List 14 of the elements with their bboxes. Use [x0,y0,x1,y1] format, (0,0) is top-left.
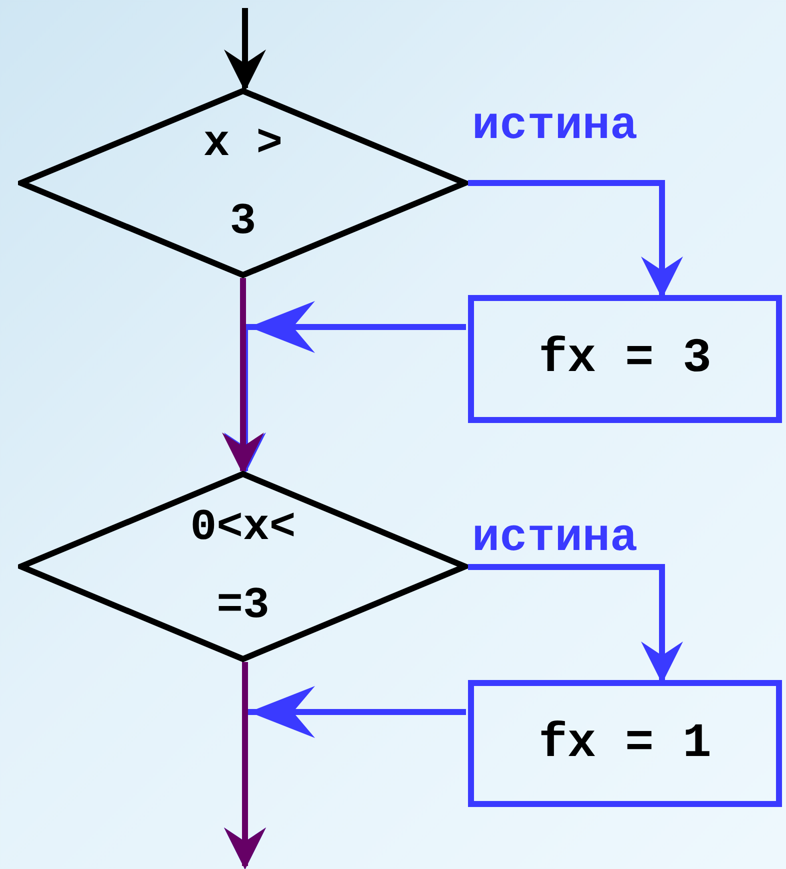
decision-diamond [18,88,468,278]
arrow [224,8,266,92]
statement-text: fx = 3 [538,331,712,387]
arrow [224,301,466,474]
arrow [224,662,266,869]
process-box [468,295,782,423]
statement-text: fx = 1 [538,716,712,772]
condition-text: x > 3 [202,118,284,249]
edge-label: истина [472,512,638,564]
arrow [222,278,264,474]
decision-diamond [18,471,468,662]
edge-label: истина [472,100,638,152]
process-box [468,680,782,807]
condition-text: 0<x< =3 [189,502,297,632]
